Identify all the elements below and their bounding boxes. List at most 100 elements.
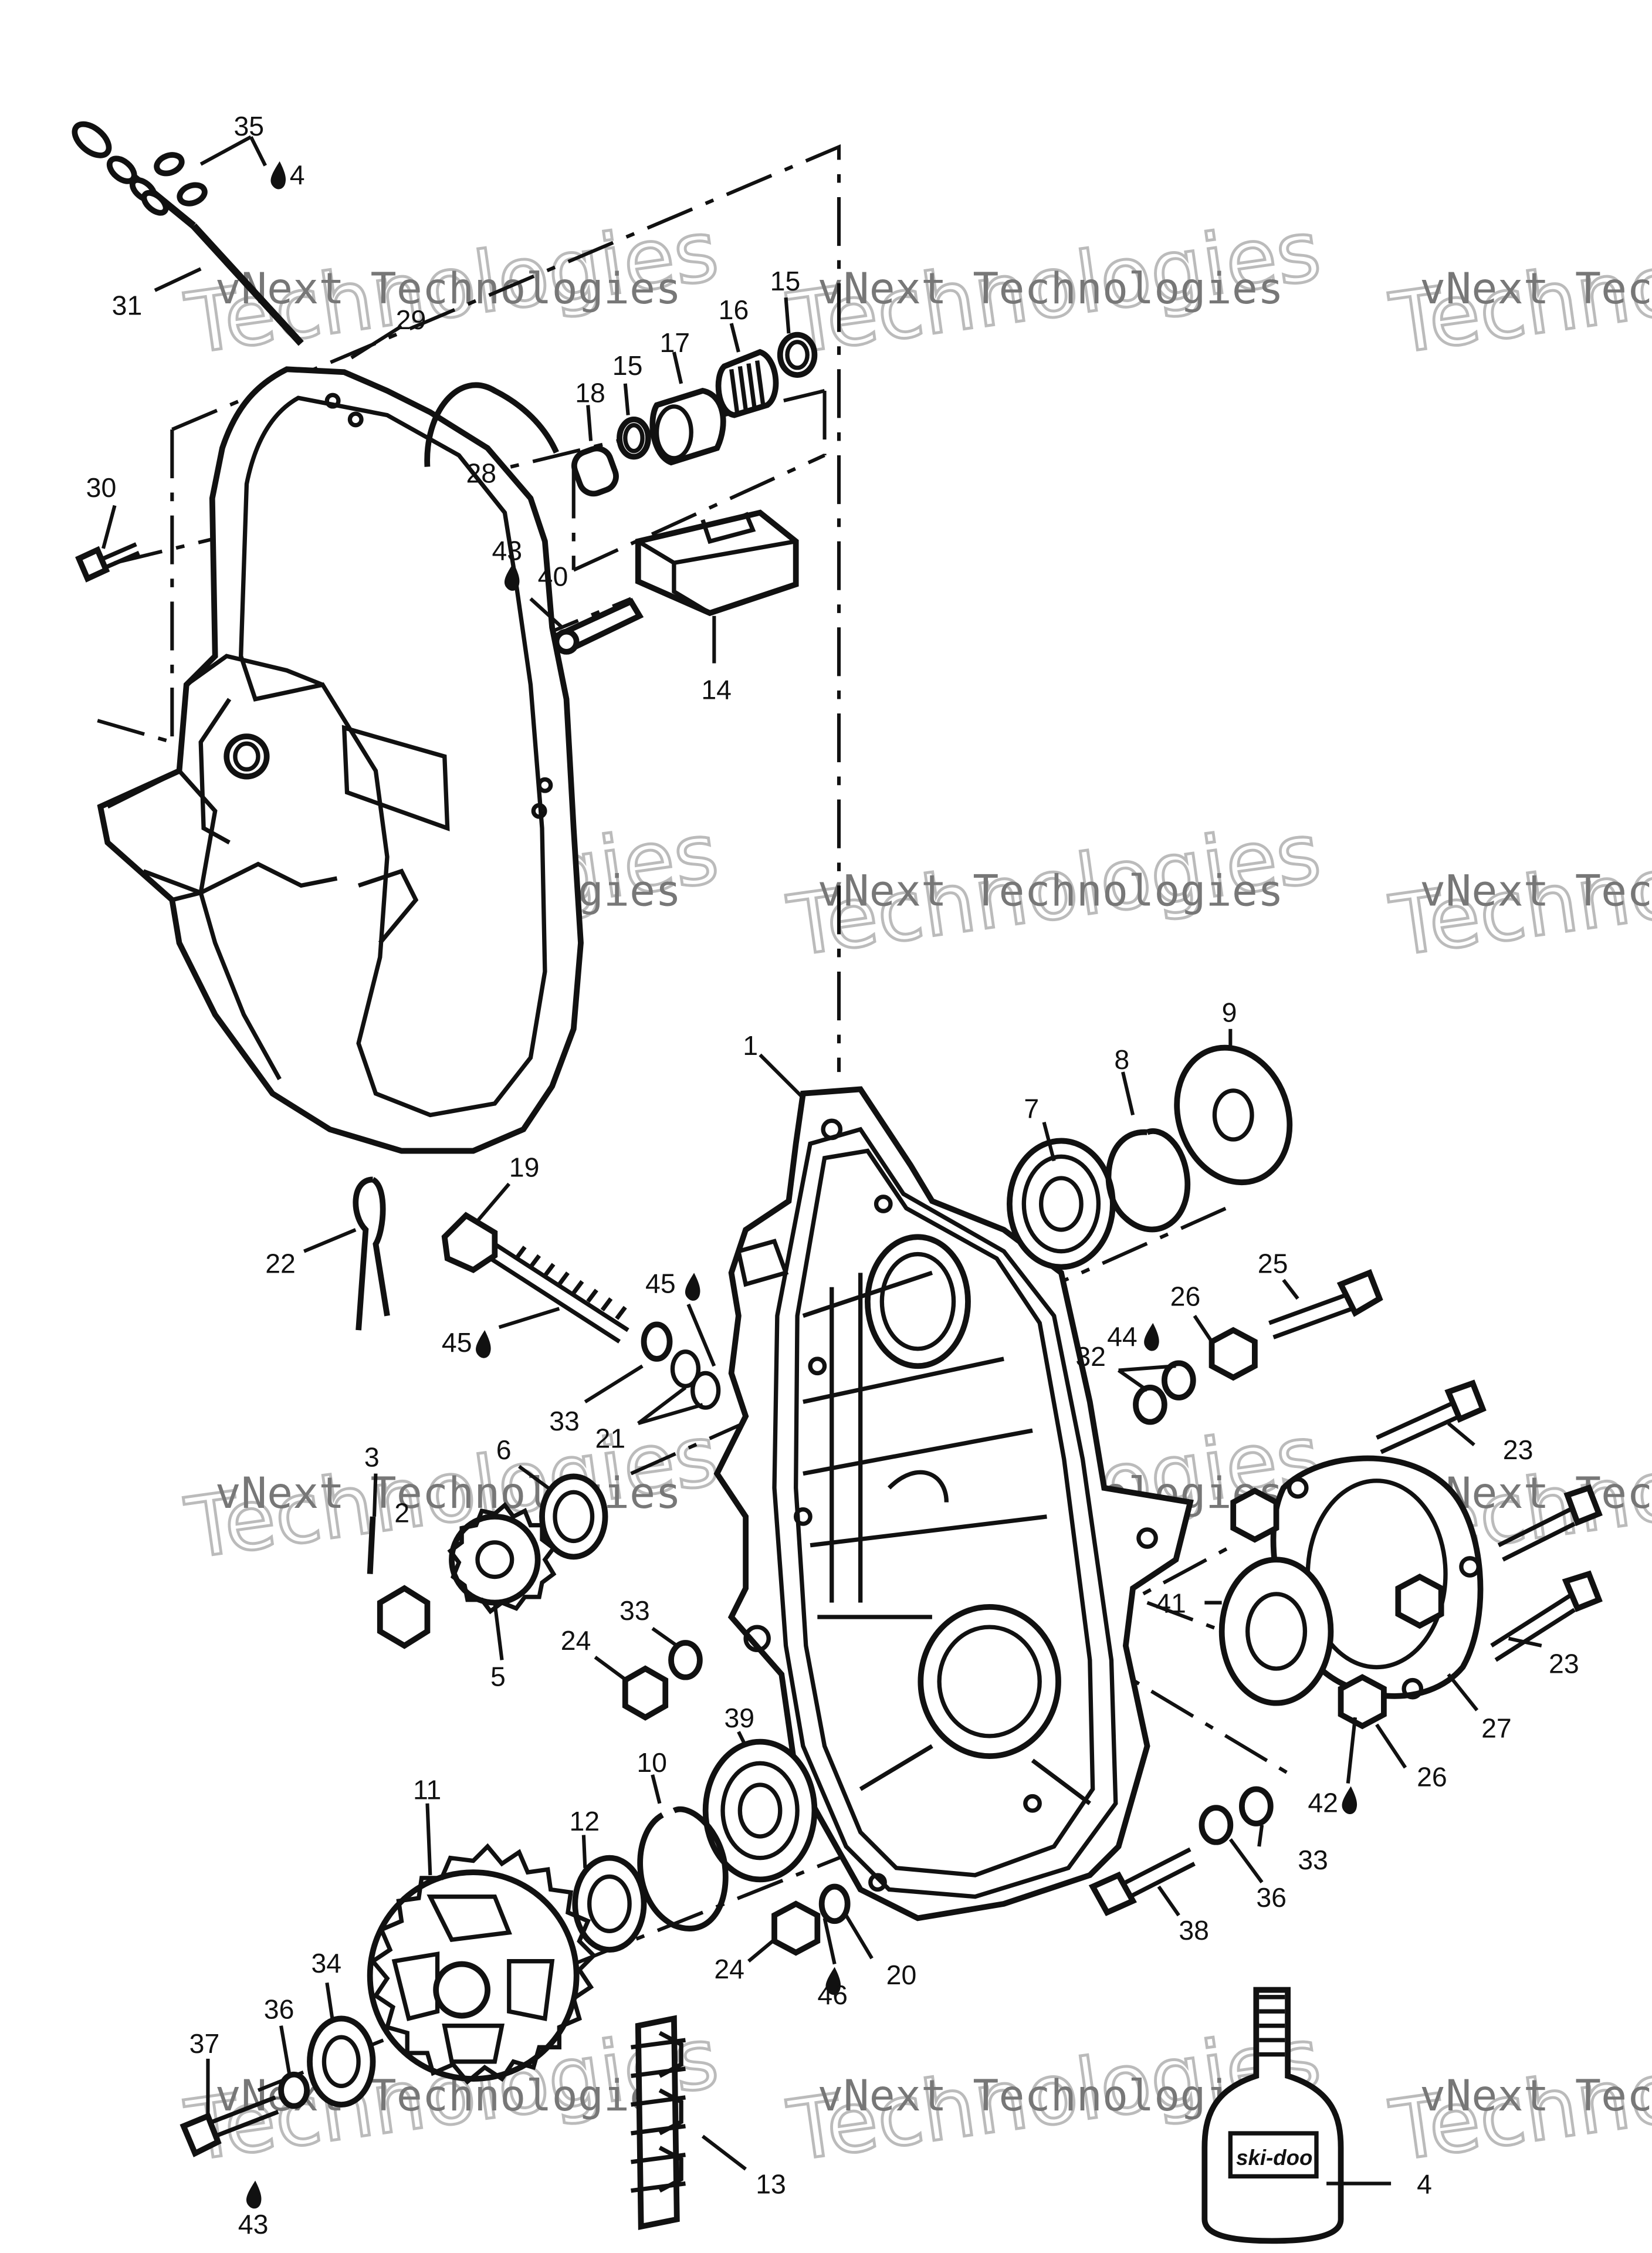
spacer-34 [307,2015,376,2108]
part-label-15: 15 [770,266,801,296]
part-label-23: 23 [1549,1648,1579,1679]
watermark-small: vNext Technologies [1420,867,1652,916]
part-label-34: 34 [311,1948,341,1978]
part-label-3: 3 [364,1442,380,1472]
part-label-13: 13 [756,2169,786,2200]
part-label-42: 42 [1308,1787,1338,1818]
bolt-38 [1088,1847,1196,1916]
washer-9 [1174,1044,1293,1186]
part-label-25: 25 [1258,1248,1288,1278]
watermark-small: vNext Technologies [817,867,1284,916]
oring-21 [690,1371,721,1410]
nut-right [1395,1574,1444,1629]
seal-41 [1218,1557,1334,1706]
part-label-37: 37 [189,2028,220,2059]
part-label-33: 33 [1298,1845,1328,1875]
chaincase-housing [713,1086,1194,1922]
part-label-16: 16 [719,295,749,325]
part-label-43: 43 [492,535,522,566]
castle-nut-2 [377,1585,431,1649]
adjuster-bolt-19 [441,1212,629,1344]
washer-32 [1162,1360,1196,1400]
nut-26-right [1230,1487,1279,1543]
part-label-45: 45 [442,1327,472,1358]
washer-20 [818,1883,851,1924]
part-label-26: 26 [1417,1761,1447,1792]
part-label-6: 6 [496,1435,512,1465]
part-label-8: 8 [1114,1044,1129,1075]
part-label-40: 40 [538,561,568,591]
bolt-37 [180,2095,279,2157]
part-label-2: 2 [394,1498,409,1528]
part-label-22: 22 [265,1248,296,1278]
nut-26-upper [1208,1327,1258,1381]
part-label-41: 41 [1156,1588,1186,1619]
chaincase-cover [97,366,584,1154]
oring-21 [670,1349,701,1389]
bolt-30 [75,542,140,583]
part-label-7: 7 [1024,1093,1039,1124]
bolt-23-lower [1490,1570,1603,1662]
part-label-19: 19 [509,1152,540,1183]
part-label-31: 31 [112,290,143,320]
washer-33-upper [641,1321,673,1362]
nut-26-lower [1338,1674,1387,1730]
part-label-29: 29 [396,305,426,335]
part-label-1: 1 [743,1030,758,1061]
dipstick [72,121,304,346]
pin-3 [367,1516,376,1574]
watermark-small: vNext Technologies [215,1469,682,1518]
part-label-24: 24 [714,1954,744,1984]
part-label-39: 39 [724,1703,754,1733]
part-label-38: 38 [1179,1915,1209,1946]
washer-33-mid [668,1640,703,1680]
spacer-12 [572,1855,647,1953]
part-label-35: 35 [233,111,264,141]
part-label-11: 11 [413,1774,441,1805]
part-label-23: 23 [1503,1435,1533,1465]
nut-24-mid [622,1665,669,1721]
washer-36-lower [278,2071,310,2109]
bolt-25 [1268,1268,1383,1339]
spacer-6 [539,1473,608,1560]
part-label-30: 30 [86,472,117,503]
part-label-10: 10 [637,1747,667,1778]
part-label-26: 26 [1170,1281,1201,1312]
cotter-pin-22 [353,1176,390,1331]
washer-36 [1199,1805,1234,1845]
part-label-18: 18 [575,378,605,408]
part-label-28: 28 [466,458,496,488]
watermark-small: vNext Technologies [817,2071,1284,2121]
oil-drop-icon [246,161,1358,2209]
part-label-20: 20 [886,1960,917,1990]
part-label-44: 44 [1107,1321,1138,1352]
part-label-36: 36 [264,1994,294,2024]
part-label-4: 4 [1417,2169,1432,2200]
washer-32 [1133,1385,1167,1425]
part-label-45: 45 [645,1268,676,1299]
watermark-small: vNext Technologies [817,264,1284,314]
bolt-23-middle [1497,1484,1603,1562]
part-label-14: 14 [701,675,732,705]
part-label-33: 33 [549,1406,580,1436]
guide-strip [424,382,559,467]
circlip-10 [637,1806,729,1931]
watermark-small: vNext Technologies [215,264,682,314]
part-label-21: 21 [595,1423,625,1454]
part-label-36: 36 [1256,1882,1287,1913]
part-label-27: 27 [1481,1713,1512,1743]
sprocket-11 [367,1843,597,2085]
part-label-43: 43 [238,2209,269,2240]
bolt-23-upper [1376,1379,1487,1454]
watermark-small: vNext Technologies [1420,2071,1652,2121]
chain-13 [631,2015,686,2230]
part-label-4: 4 [290,160,305,190]
part-label-33: 33 [620,1595,650,1626]
part-label-15: 15 [612,350,643,381]
part-label-9: 9 [1222,997,1237,1028]
tensioner-assembly [553,331,818,655]
bearing-39 [702,1738,818,1883]
lubricant-bottle: ski-doo [1201,1987,1344,2244]
part-label-32: 32 [1075,1341,1106,1372]
